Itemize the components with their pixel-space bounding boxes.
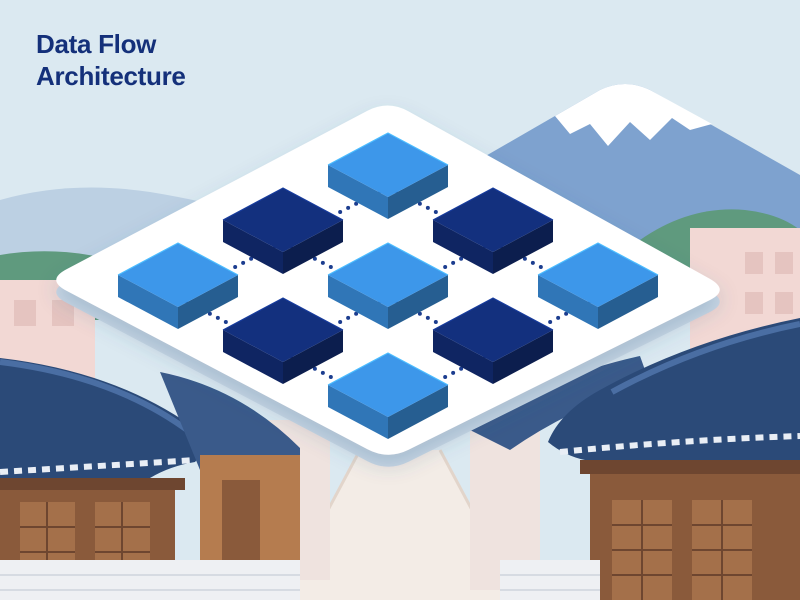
page-title: Data Flow Architecture [36,28,356,92]
stone-wall-lines [500,574,600,591]
hanok-beam [580,460,800,474]
block-layer [117,132,659,439]
hanok-roof [548,318,800,460]
block-left-face [433,330,493,384]
block-right-face [388,275,448,329]
hanok-roof [0,358,204,478]
block-highlight [432,297,554,331]
hanok-roof-back [160,372,300,470]
block-highlight [537,242,659,276]
block-highlight [432,187,554,221]
data-block-dark-r2c1[interactable] [222,297,344,384]
data-block-light-r0c0[interactable] [327,132,449,219]
hanok-right [470,318,800,600]
block-right-face [598,275,658,329]
building-window [14,300,36,326]
building-window [775,252,793,274]
data-block-light-r2c0[interactable] [117,242,239,329]
data-block-dark-r1c0[interactable] [222,187,344,274]
hanok-left [0,358,300,600]
block-right-face [388,165,448,219]
hanok-lattice [612,500,752,600]
block-right-face [388,385,448,439]
block-left-face [328,275,388,329]
block-left-face [328,385,388,439]
hanok-roof-eaves [559,433,800,455]
building-window [52,300,74,326]
block-left-face [118,275,178,329]
data-block-light-r1c1[interactable] [327,242,449,329]
block-highlight [222,297,344,331]
data-block-dark-r1c2[interactable] [432,297,554,384]
block-left-face [538,275,598,329]
block-left-face [433,220,493,274]
block-left-face [223,220,283,274]
block-right-face [178,275,238,329]
block-right-face [493,330,553,384]
hanok-beam [0,478,185,490]
data-block-light-r2c2[interactable] [327,352,449,439]
block-left-face [328,165,388,219]
block-highlight [327,352,449,386]
block-right-face [283,330,343,384]
data-block-light-r0c2[interactable] [537,242,659,329]
block-left-face [223,330,283,384]
hanok-roof-far [470,356,650,450]
page-title-line-2: Architecture [36,61,186,91]
stone-wall [500,560,600,600]
stone-wall-lines [0,574,300,591]
block-highlight [117,242,239,276]
building-window [775,292,793,314]
hanok-door [222,480,260,560]
hanok-roof-highlight [610,321,800,395]
block-right-face [283,220,343,274]
hanok-roof-eaves [0,457,196,475]
block-right-face [493,220,553,274]
building-window [745,252,763,274]
block-highlight [327,242,449,276]
block-highlight [222,187,344,221]
hanok-roof-highlight [0,359,192,435]
stone-wall [0,560,300,600]
block-highlight [327,132,449,166]
building-window [745,292,763,314]
mountain-snowcap [555,84,712,146]
data-block-dark-r0c1[interactable] [432,187,554,274]
page-title-line-1: Data Flow [36,29,157,59]
